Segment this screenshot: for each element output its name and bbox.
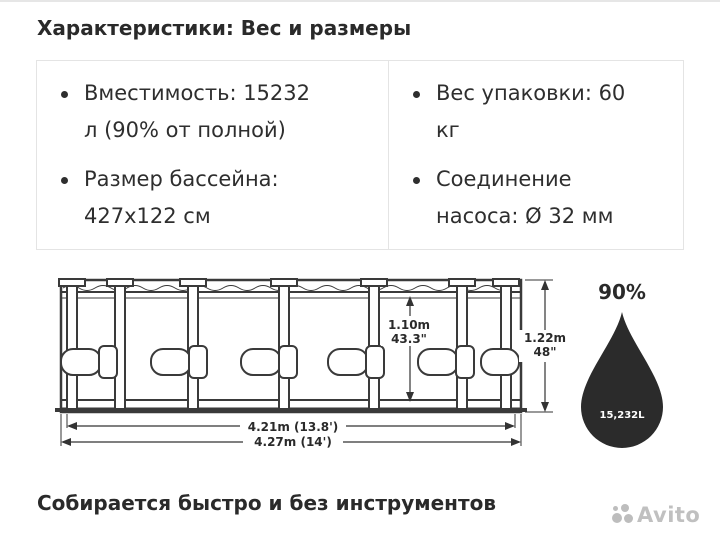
- bullet-icon: [61, 177, 68, 184]
- capacity-label: 15,232L: [600, 410, 646, 421]
- spec-capacity-text: Вместимость: 15232 л (90% от полной): [84, 81, 310, 142]
- inner-width-label: 4.21m (13.8'): [248, 420, 339, 434]
- avito-logo-icon: [612, 504, 634, 524]
- bullet-icon: [413, 177, 420, 184]
- inner-width-label-bg: [240, 419, 346, 433]
- inner-height-label-bg: [381, 316, 437, 346]
- spec-pump-connection: Соединение насоса: Ø 32 мм: [413, 161, 653, 235]
- spec-pool-size: Размер бассейна: 427x122 см: [61, 161, 311, 235]
- outer-width-label: 4.27m (14'): [254, 435, 332, 449]
- bullet-icon: [61, 91, 68, 98]
- inner-height-dimension: [406, 296, 414, 402]
- pool-frame-drawing: [55, 278, 527, 414]
- bullet-icon: [413, 91, 420, 98]
- inner-height-ft: 43.3": [391, 332, 427, 346]
- section-title: Характеристики: Вес и размеры: [37, 16, 412, 40]
- spec-pool-size-text: Размер бассейна: 427x122 см: [84, 167, 279, 228]
- spec-capacity: Вместимость: 15232 л (90% от полной): [61, 75, 311, 149]
- outer-width-label-bg: [243, 434, 343, 448]
- top-divider: [0, 0, 720, 2]
- spec-pump-connection-text: Соединение насоса: Ø 32 мм: [436, 167, 614, 228]
- inner-height-m: 1.10m: [388, 318, 430, 332]
- water-drop-icon: [581, 312, 663, 448]
- total-height-m: 1.22m: [524, 331, 566, 345]
- pool-dimensions-diagram: 1.10m 43.3" 1.22m 48" 4.21m (13.8') 4.27…: [55, 278, 663, 449]
- spec-package-weight-text: Вес упаковки: 60 кг: [436, 81, 626, 142]
- fill-percent-label: 90%: [598, 280, 646, 304]
- total-height-ft: 48": [534, 345, 557, 359]
- specs-table: Вместимость: 15232 л (90% от полной) Раз…: [36, 60, 684, 250]
- avito-watermark: Avito: [612, 503, 700, 527]
- total-height-label-bg: [519, 330, 571, 362]
- avito-wordmark: Avito: [637, 503, 701, 527]
- specs-column-divider: [388, 61, 389, 249]
- spec-package-weight: Вес упаковки: 60 кг: [413, 75, 653, 149]
- assembly-title: Собирается быстро и без инструментов: [37, 491, 496, 515]
